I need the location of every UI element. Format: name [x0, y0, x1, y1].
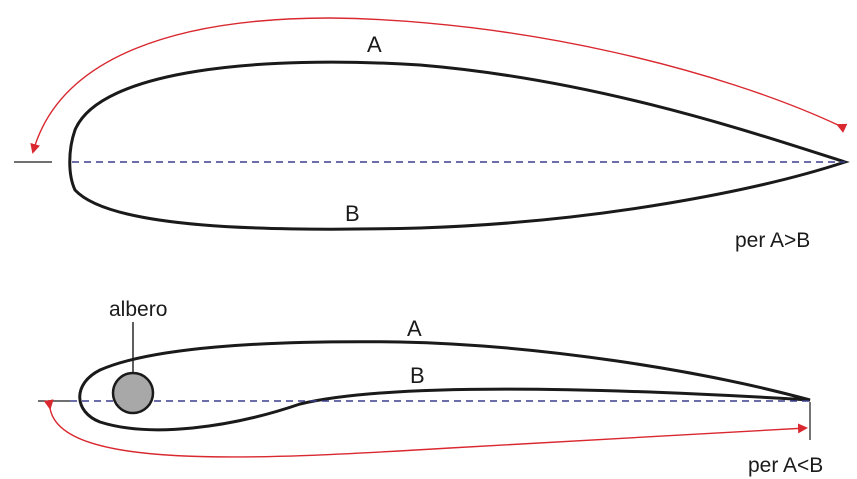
top-airfoil-group: A B per A>B [14, 17, 850, 252]
top-label-upper: A [367, 32, 382, 57]
bottom-label-lower: B [410, 363, 425, 388]
bottom-airfoil-outline [78, 340, 811, 432]
shaft-label: albero [109, 298, 167, 321]
bottom-caption: per A<B [748, 454, 823, 477]
shaft-circle [111, 371, 155, 415]
bottom-airfoil-group: albero A B per A<B [38, 298, 823, 477]
top-upper-path-arrow [30, 17, 848, 154]
top-airfoil-outline [68, 60, 850, 231]
top-label-lower: B [345, 201, 360, 226]
bottom-lower-path-arrow [43, 399, 808, 458]
top-caption: per A>B [735, 229, 810, 252]
bottom-label-upper: A [407, 316, 422, 341]
